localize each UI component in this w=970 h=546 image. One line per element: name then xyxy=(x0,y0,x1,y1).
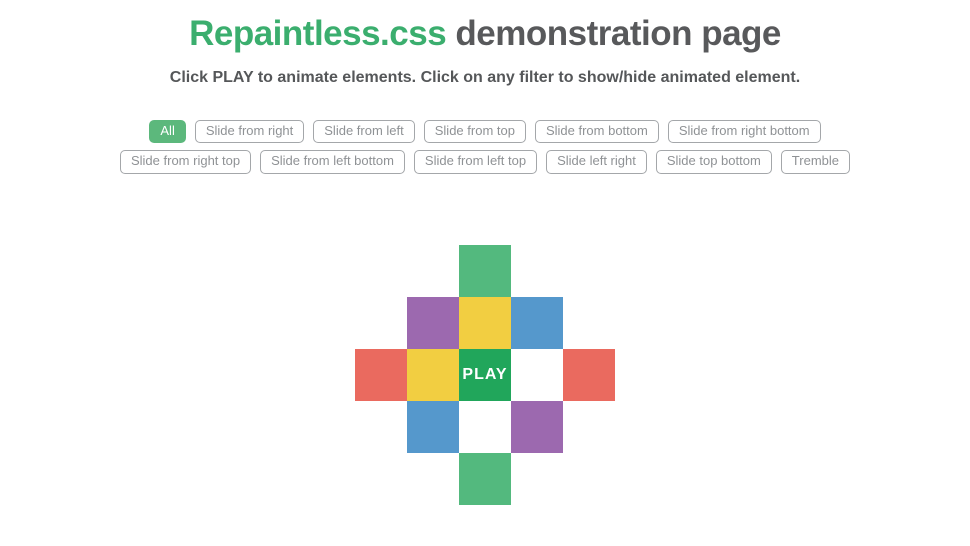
grid-tile-purple-left xyxy=(407,296,459,349)
filter-button-slide-from-right-top[interactable]: Slide from right top xyxy=(119,150,252,174)
filter-button-all[interactable]: All xyxy=(149,120,186,144)
filter-button-slide-from-left-top[interactable]: Slide from left top xyxy=(413,150,538,174)
play-button[interactable]: PLAY xyxy=(459,348,511,401)
page-subtitle: Click PLAY to animate elements. Click on… xyxy=(169,69,801,86)
filter-button-tremble[interactable]: Tremble xyxy=(780,150,850,174)
filter-button-slide-from-left[interactable]: Slide from left xyxy=(313,120,415,144)
grid-tile-yellow-left xyxy=(407,348,459,401)
grid-tile-blue-right xyxy=(511,296,563,349)
grid-tile-purple-right xyxy=(511,400,563,453)
grid-tile-blue-left xyxy=(407,400,459,453)
filter-button-slide-from-right-bottom[interactable]: Slide from right bottom xyxy=(667,120,821,144)
grid-tile-green-bottom xyxy=(459,452,511,505)
page-title: Repaintless.css demonstration page xyxy=(0,14,970,54)
filter-bar: All Slide from right Slide from left Sli… xyxy=(0,120,970,174)
filter-button-slide-from-top[interactable]: Slide from top xyxy=(423,120,526,144)
page: Repaintless.css demonstration page Click… xyxy=(0,14,970,546)
page-title-highlight: Repaintless.css xyxy=(189,14,447,53)
filter-button-slide-from-left-bottom[interactable]: Slide from left bottom xyxy=(260,150,405,174)
grid-tile-green-top xyxy=(459,244,511,297)
filter-button-slide-from-right[interactable]: Slide from right xyxy=(194,120,305,144)
filter-button-slide-left-right[interactable]: Slide left right xyxy=(546,150,647,174)
filter-button-slide-top-bottom[interactable]: Slide top bottom xyxy=(655,150,772,174)
filter-button-slide-from-bottom[interactable]: Slide from bottom xyxy=(534,120,659,144)
grid-tile-red-right xyxy=(563,348,615,401)
grid-tile-yellow-top xyxy=(459,296,511,349)
page-title-rest: demonstration page xyxy=(446,14,781,53)
filter-row-1: All Slide from right Slide from left Sli… xyxy=(0,120,970,144)
animated-tile-grid: PLAY xyxy=(0,244,970,505)
filter-row-2: Slide from right top Slide from left bot… xyxy=(0,150,970,174)
grid-tile-red-left xyxy=(355,348,407,401)
